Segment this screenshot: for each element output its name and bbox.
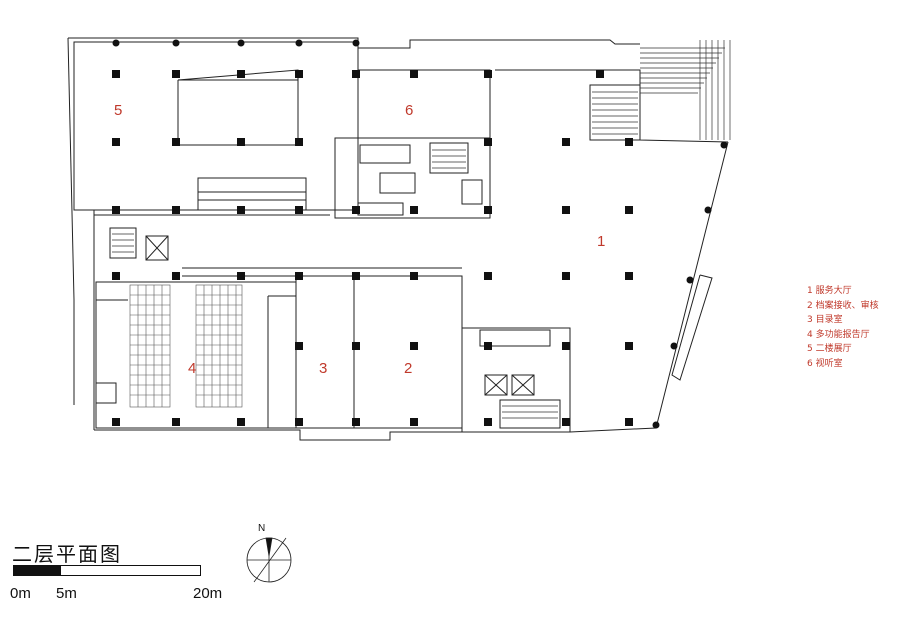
room-label-2: 2 [404, 360, 413, 377]
room-2-outline [353, 275, 463, 429]
scale-label-0: 0m [10, 585, 31, 602]
drawing-title: 二层平面图 [12, 542, 122, 566]
room-label-4: 4 [188, 360, 197, 377]
scale-bar-segment [14, 566, 61, 575]
room-label-1: 1 [597, 233, 606, 250]
room-5-outline [73, 41, 359, 211]
legend-item: 1 服务大厅 [807, 286, 852, 296]
scale-label-20: 20m [193, 585, 223, 602]
legend-item: 5 二楼展厅 [807, 344, 852, 355]
columns-square [112, 70, 633, 426]
legend-item: 2 档案接收、审核 [807, 300, 879, 311]
room-label-6: 6 [405, 102, 414, 119]
room-label-3: 3 [319, 360, 328, 377]
core-east [461, 327, 571, 433]
outer-wall-main [68, 37, 640, 49]
outer-wall-west [67, 37, 75, 405]
legend-item: 3 目录室 [807, 315, 843, 326]
legend-item: 4 多功能报告厅 [807, 329, 870, 340]
columns-round [112, 39, 728, 429]
room-6-outline [357, 69, 491, 139]
outer-wall-north-east [495, 69, 729, 143]
room-legend: 1 服务大厅 2 档案接收、审核 3 目录室 4 多功能报告厅 5 二楼展厅 6… [807, 284, 879, 372]
north-arrow-graphic [246, 537, 292, 583]
north-label: N [258, 523, 266, 534]
outer-wall-south [94, 429, 570, 441]
legend-item: 6 视听室 [807, 358, 843, 369]
outer-wall-east [569, 141, 729, 433]
toilet-block [334, 137, 491, 219]
scale-bar [13, 565, 201, 576]
room-3-outline [295, 275, 355, 429]
scale-label-5: 5m [56, 585, 77, 602]
room-label-5: 5 [114, 102, 123, 119]
